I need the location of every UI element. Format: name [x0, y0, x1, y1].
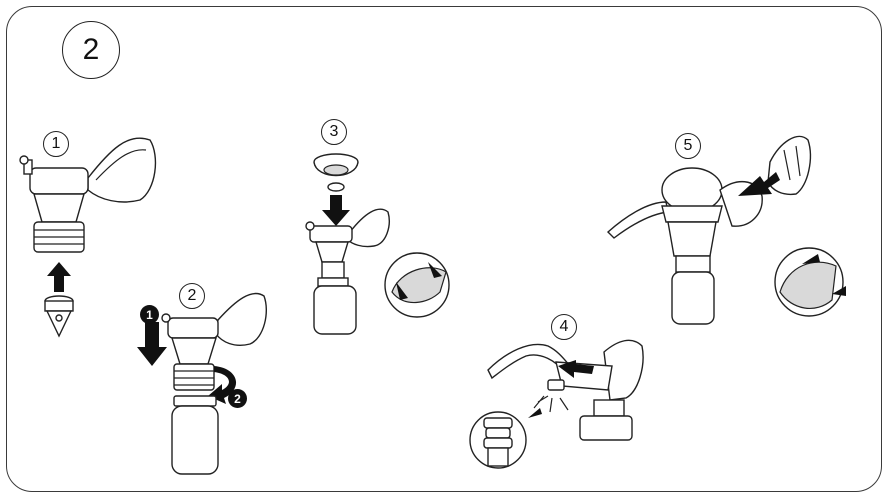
step-1-badge: 1: [43, 131, 69, 157]
sub-step-2-number: 2: [234, 392, 241, 406]
sub-step-2-badge: 2: [228, 389, 247, 408]
step-3-number: 3: [330, 123, 339, 141]
step-4-badge: 4: [551, 314, 577, 340]
step-5-illustration: [608, 136, 846, 324]
step-3-badge: 3: [321, 119, 347, 145]
step-1-number: 1: [52, 135, 61, 153]
section-number-badge: 2: [62, 21, 120, 79]
step-4-illustration: [470, 340, 643, 468]
step-1-illustration: [20, 138, 155, 336]
step-2-badge: 2: [179, 283, 205, 309]
step-2-number: 2: [188, 287, 197, 305]
step-3-illustration: [306, 154, 449, 334]
step-4-number: 4: [560, 318, 569, 336]
step-5-badge: 5: [675, 133, 701, 159]
section-number: 2: [83, 33, 100, 67]
sub-step-1-number: 1: [146, 308, 153, 322]
sub-step-1-badge: 1: [140, 305, 159, 324]
step-5-number: 5: [684, 137, 693, 155]
